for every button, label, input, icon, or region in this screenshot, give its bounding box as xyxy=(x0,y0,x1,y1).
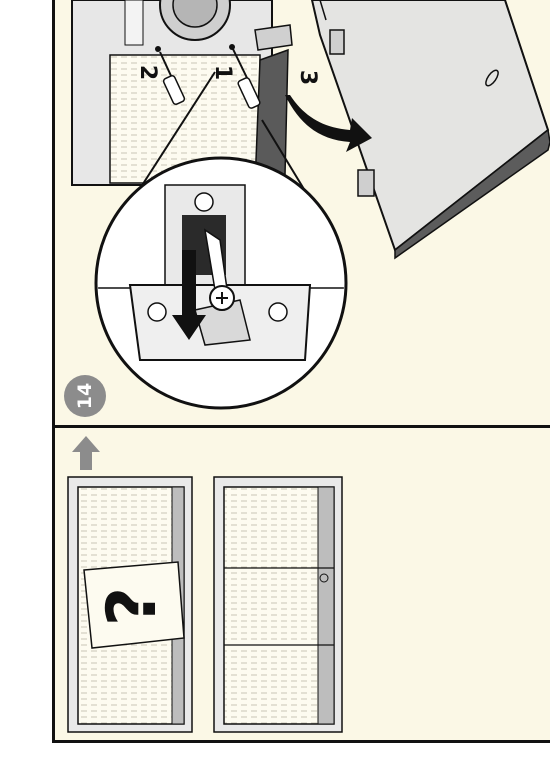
arrow-up-icon xyxy=(72,436,100,470)
step-number-badge: 14 xyxy=(64,375,106,417)
panel-correct xyxy=(214,477,342,732)
question-mark: ? xyxy=(88,566,178,646)
callout-1: 1 xyxy=(215,60,230,85)
callout-2: 2 xyxy=(140,60,155,85)
section-divider xyxy=(52,425,550,428)
door-panel xyxy=(312,0,550,258)
zoom-detail xyxy=(90,158,350,408)
callout-3: 3 xyxy=(300,65,315,90)
